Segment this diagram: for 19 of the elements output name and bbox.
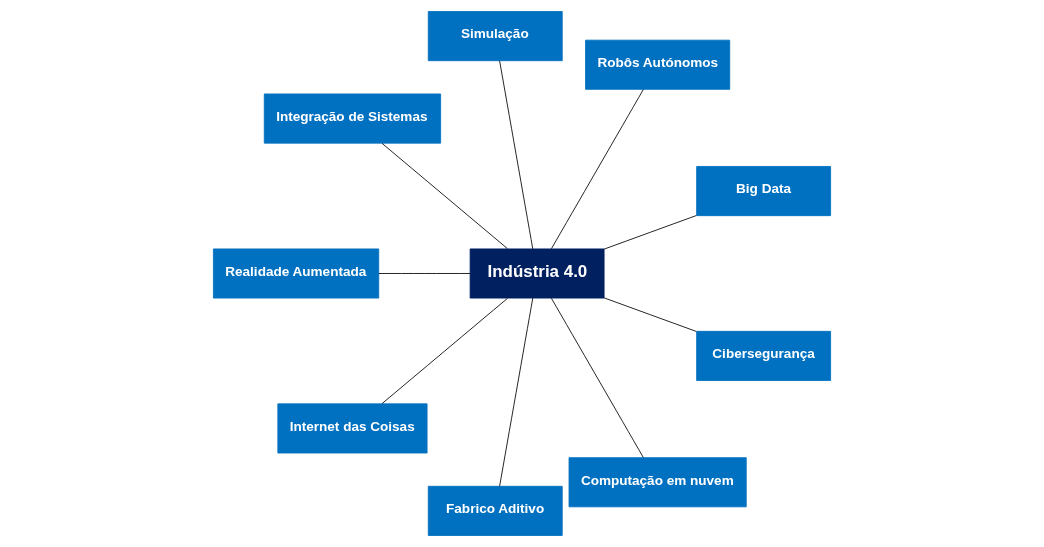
node-box: Indústria 4.0: [469, 248, 605, 299]
connector: [381, 142, 508, 250]
connector: [378, 273, 471, 274]
node-box: Internet das Coisas: [277, 403, 428, 454]
node-box: Simulação: [427, 11, 563, 62]
connector: [499, 297, 534, 487]
node-box: Big Data: [696, 166, 832, 217]
connector: [551, 89, 644, 250]
connector: [551, 297, 644, 458]
connector: [603, 215, 697, 250]
connector: [603, 297, 697, 332]
node-box: Cibersegurança: [696, 330, 832, 381]
connector: [499, 60, 534, 250]
node-box: Fabrico Aditivo: [427, 485, 563, 536]
node-box: Computação em nuvem: [568, 457, 747, 508]
node-box: Integração de Sistemas: [263, 93, 442, 144]
connector: [381, 297, 508, 405]
node-box: Realidade Aumentada: [212, 248, 380, 299]
node-box: Robôs Autónomos: [585, 39, 731, 90]
